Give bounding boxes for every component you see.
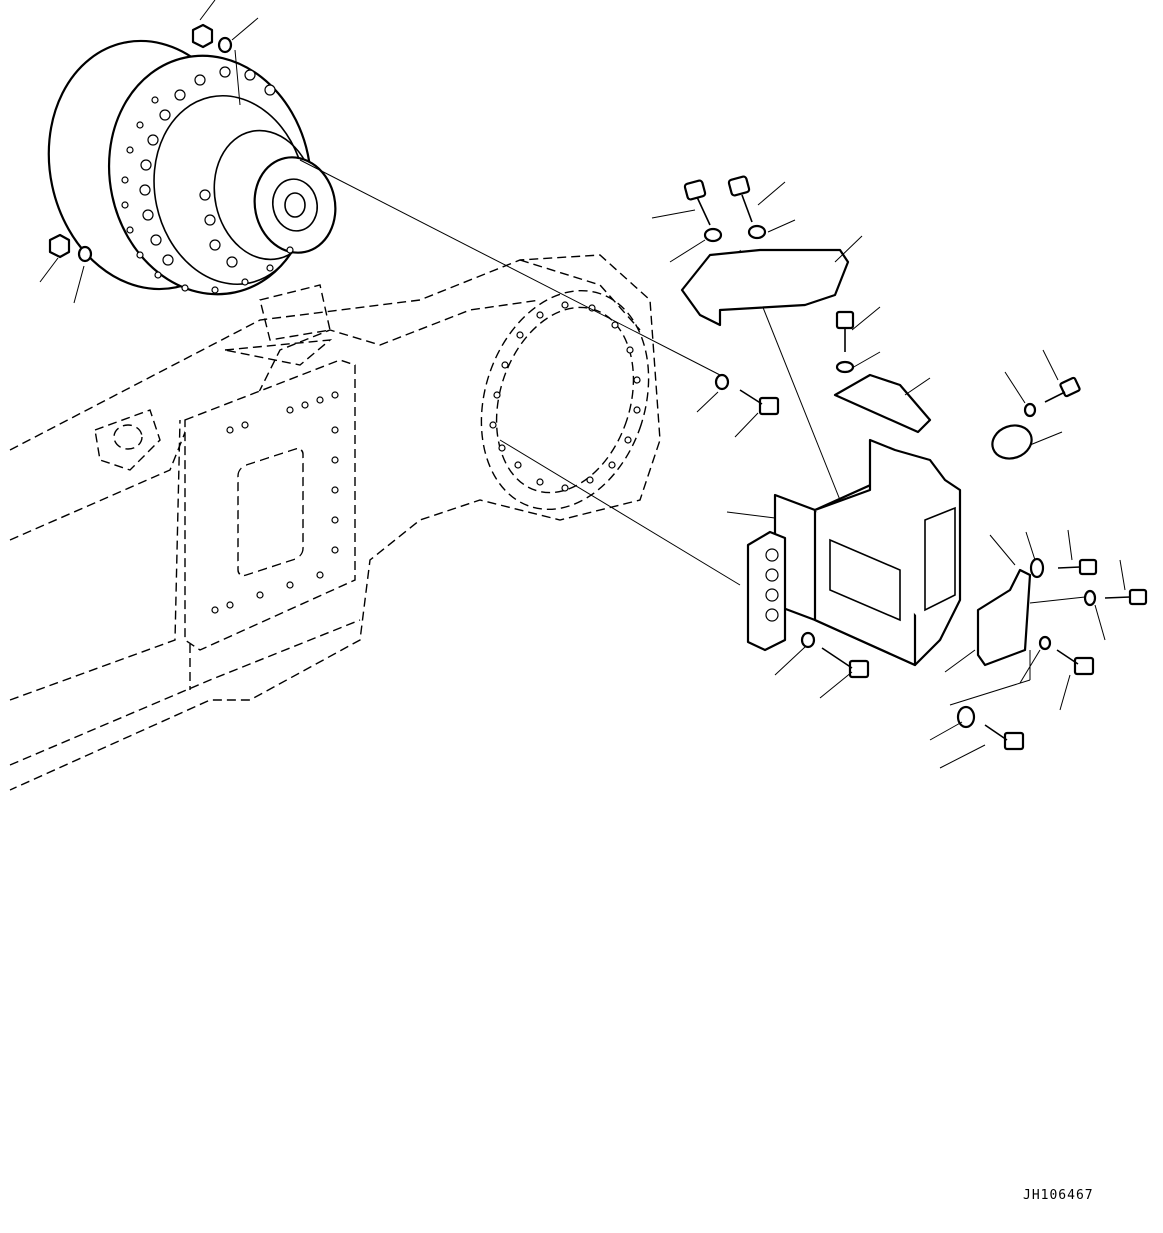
- fasteners: [48, 23, 1148, 751]
- callout-leaders: [39, 0, 1126, 769]
- side-plate-holes: [211, 391, 339, 614]
- guard-bracket-assembly: [680, 248, 1033, 667]
- track-frame-phantom: [9, 254, 661, 791]
- ring-bolt-holes: [489, 301, 641, 492]
- outer-flange-holes: [121, 96, 294, 294]
- drawing-reference-number: JH106467: [1023, 1188, 1094, 1203]
- flange-bolts: [139, 66, 276, 268]
- final-drive-assembly: [47, 39, 337, 296]
